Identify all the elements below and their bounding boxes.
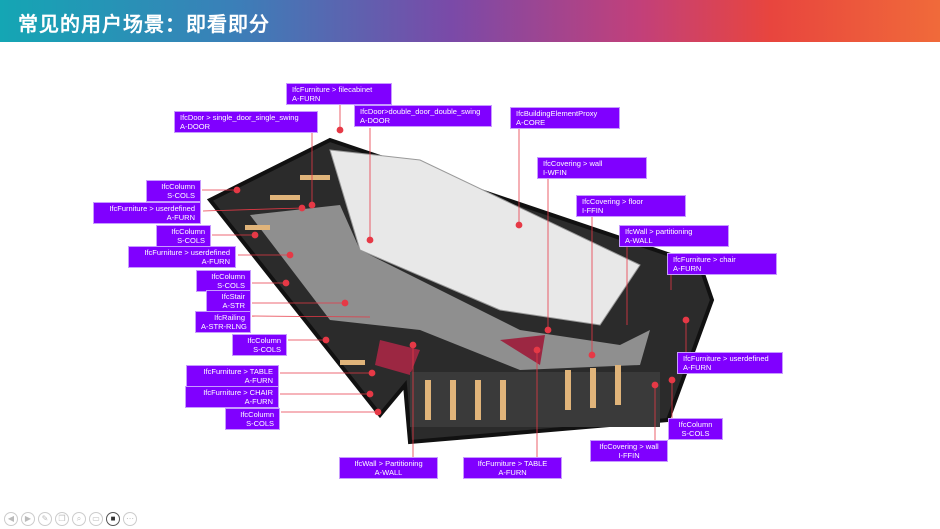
- callout-text: A-DOOR: [360, 116, 390, 125]
- callout-text: A-FURN: [201, 257, 230, 266]
- copy-icon[interactable]: ❐: [55, 512, 69, 526]
- callout-text: IfcWall > partitioning: [625, 227, 693, 236]
- callout-text: A-FURN: [498, 468, 527, 477]
- callout-text: IfcFurniture > CHAIR: [203, 388, 273, 397]
- zoom-icon[interactable]: ⌕: [72, 512, 86, 526]
- callout-text: S-COLS: [177, 236, 205, 245]
- callout-text: A-FURN: [166, 213, 195, 222]
- previous-icon[interactable]: ◀: [4, 512, 18, 526]
- slideshow-controls: ◀ ▶ ✎ ❐ ⌕ ▭ ■ ⋯: [4, 512, 137, 526]
- corridor: [250, 205, 650, 370]
- callout-text: IfcFurniture > TABLE: [477, 459, 548, 468]
- meeting-zone: [375, 340, 420, 375]
- callout-text: IfcFurniture > TABLE: [203, 367, 273, 376]
- next-icon[interactable]: ▶: [21, 512, 35, 526]
- callout-text: S-COLS: [217, 281, 245, 290]
- callout-text: A-WALL: [374, 468, 403, 477]
- callout-text: A-FURN: [673, 264, 702, 273]
- callout-text: IfcRailing: [214, 313, 245, 322]
- callout-text: IfcFurniture > chair: [673, 255, 736, 264]
- callout-text: S-COLS: [167, 191, 195, 200]
- callout-text: IfcColumn: [171, 227, 205, 236]
- callout-text: IfcStair: [221, 292, 245, 301]
- callout-text: A-STR-RLNG: [201, 322, 247, 331]
- callout-text: IfcWall > Partitioning: [354, 459, 423, 468]
- callout-text: A-FURN: [244, 376, 273, 385]
- callout-text: IfcCovering > wall: [599, 442, 659, 451]
- callout-text: S-COLS: [253, 345, 281, 354]
- callout-text: IfcFurniture > userdefined: [109, 204, 195, 213]
- callout-text: S-COLS: [246, 419, 274, 428]
- callout-text: S-COLS: [681, 429, 710, 438]
- callout-text: IfcDoor > single_door_single_swing: [180, 113, 299, 122]
- callout-text: IfcColumn: [211, 272, 245, 281]
- callout-text: A-FURN: [244, 397, 273, 406]
- callout-text: A-WALL: [625, 236, 653, 245]
- callout-text: IfcColumn: [161, 182, 195, 191]
- desk-rows: [245, 175, 621, 420]
- callout-text: IfcFurniture > filecabinet: [292, 85, 373, 94]
- callout-text: A-FURN: [292, 94, 321, 103]
- callout-text: A-DOOR: [180, 122, 210, 131]
- callout-text: I-WFIN: [543, 168, 567, 177]
- slide-header: 常见的用户场景：即看即分: [0, 0, 940, 42]
- desk-area: [410, 372, 660, 427]
- callout-text: IfcCovering > wall: [543, 159, 603, 168]
- more-icon[interactable]: ⋯: [123, 512, 137, 526]
- callout-text: IfcColumn: [247, 336, 281, 345]
- meeting-zone: [500, 335, 545, 365]
- callout-text: IfcCovering > floor: [582, 197, 644, 206]
- callout-lines: [202, 101, 690, 457]
- callout-text: I-FFIN: [618, 451, 640, 460]
- callout-text: IfcFurniture > userdefined: [144, 248, 230, 257]
- callout-text: A-CORE: [516, 118, 546, 127]
- callout-text: IfcColumn: [240, 410, 274, 419]
- callout-text: IfcBuildingElementProxy: [516, 109, 598, 118]
- camera-icon[interactable]: ■: [106, 512, 120, 526]
- callout-text: IfcFurniture > userdefined: [683, 354, 769, 363]
- callout-text: A-STR: [222, 301, 246, 310]
- pen-icon[interactable]: ✎: [38, 512, 52, 526]
- subtitles-icon[interactable]: ▭: [89, 512, 103, 526]
- callout-text: IfcColumn: [678, 420, 713, 429]
- callout-text: A-FURN: [683, 363, 712, 372]
- slide-title: 常见的用户场景：即看即分: [18, 14, 270, 36]
- callout-text: I-FFIN: [582, 206, 604, 215]
- callout-text: IfcDoor>double_door_double_swing: [360, 107, 481, 116]
